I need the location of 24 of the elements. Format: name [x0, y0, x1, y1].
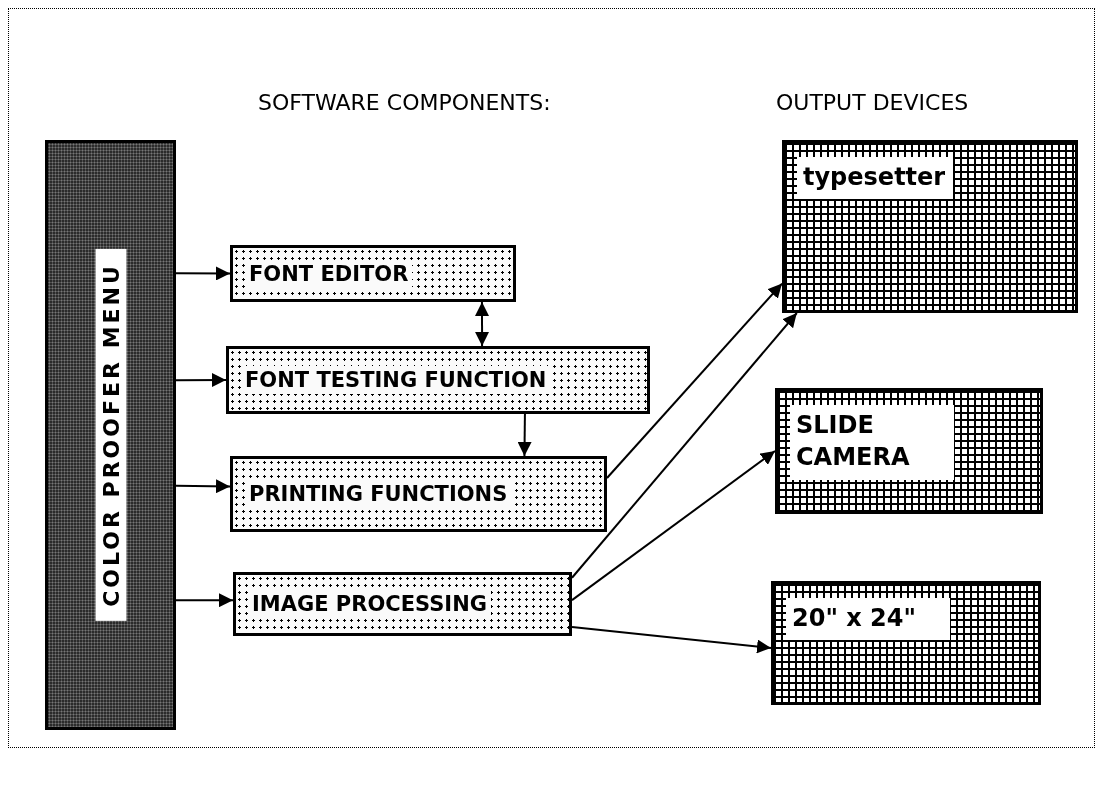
box-label: SLIDE CAMERA [790, 405, 954, 480]
arrow [175, 593, 234, 608]
software-component-box [230, 456, 607, 532]
output-device-box [782, 140, 1078, 313]
column-heading: SOFTWARE COMPONENTS: [258, 90, 551, 115]
software-component-box [230, 245, 516, 302]
arrow [571, 450, 776, 602]
arrow [606, 282, 783, 480]
column-heading: OUTPUT DEVICES [776, 90, 969, 115]
arrow [175, 479, 231, 494]
arrow [571, 626, 772, 654]
output-device-box [775, 388, 1043, 514]
software-component-box [233, 572, 572, 636]
software-component-box [226, 346, 650, 414]
box-label: typesetter [797, 157, 954, 200]
arrow [175, 266, 231, 281]
menu-bar [45, 140, 176, 730]
arrow [175, 373, 227, 388]
output-device-box [771, 581, 1041, 705]
arrow [475, 301, 490, 347]
menu-title: COLOR PROOFER MENU [95, 249, 126, 621]
arrow [517, 413, 532, 457]
box-label: 20" x 24" [786, 598, 950, 641]
arrow [571, 312, 798, 579]
